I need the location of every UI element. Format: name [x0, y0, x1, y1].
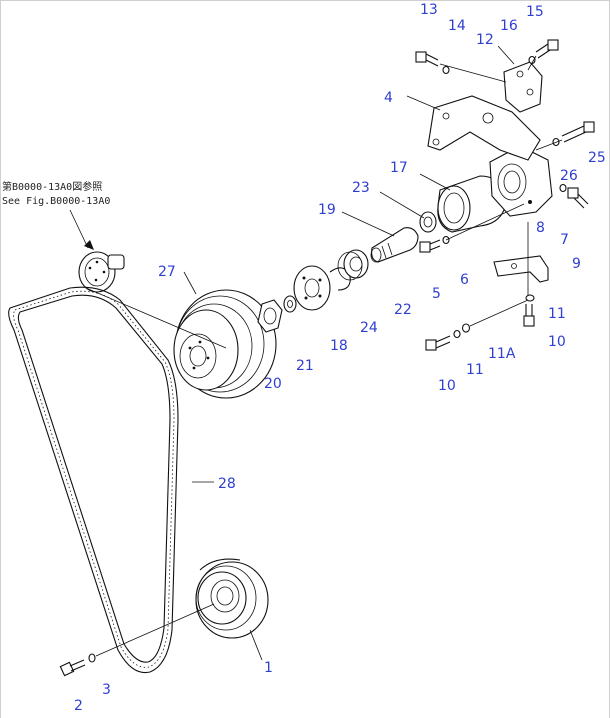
callout-8: 8	[536, 220, 545, 236]
callout-19: 19	[318, 202, 336, 218]
callout-12: 12	[476, 32, 494, 48]
callout-18: 18	[330, 338, 348, 354]
callout-3: 3	[102, 682, 111, 698]
crank-pulley-reference	[78, 251, 125, 293]
leader-19	[341, 211, 395, 237]
bolt-10-right	[523, 304, 535, 327]
nut-20	[257, 299, 283, 333]
callout-11-left: 11	[466, 362, 484, 378]
callout-6: 6	[460, 272, 469, 288]
callout-16: 16	[500, 18, 518, 34]
bolt-10-left	[425, 335, 451, 351]
bearing-22	[337, 249, 369, 281]
reference-arrow-head	[84, 240, 94, 250]
callout-22: 22	[394, 302, 412, 318]
mount-bracket-4	[427, 95, 541, 161]
washer-11-right	[525, 294, 535, 302]
callout-11A: 11A	[488, 346, 516, 362]
leader-25	[535, 139, 563, 151]
callout-9: 9	[572, 256, 581, 272]
callout-17: 17	[390, 160, 408, 176]
callout-25: 25	[588, 150, 606, 166]
callout-11-right: 11	[548, 306, 566, 322]
leader-12	[497, 45, 515, 65]
leader-10-left	[469, 299, 529, 327]
callout-10-left: 10	[438, 378, 456, 394]
callout-28: 28	[218, 476, 236, 492]
shaft-19	[370, 227, 419, 263]
callout-23: 23	[352, 180, 370, 196]
bearing-23	[419, 211, 437, 233]
bracket-8	[489, 145, 553, 217]
bolt-2	[59, 659, 86, 677]
leader-23	[379, 191, 425, 219]
callout-7: 7	[560, 232, 569, 248]
leader-1	[249, 629, 263, 661]
leader-15	[527, 55, 537, 71]
callout-14: 14	[448, 18, 466, 34]
reference-arrow-line	[69, 209, 89, 249]
bolt-7	[567, 187, 589, 209]
callout-1: 1	[264, 660, 273, 676]
callout-21: 21	[296, 358, 314, 374]
washer-3	[88, 653, 96, 663]
callout-4: 4	[384, 90, 393, 106]
bolt-25	[561, 121, 595, 143]
bolt-15	[535, 39, 559, 59]
callout-13: 13	[420, 2, 438, 18]
leader-5	[445, 203, 525, 241]
reference-note-en: See Fig.B0000-13A0	[2, 196, 110, 207]
callout-10-right: 10	[548, 334, 566, 350]
bolt-13	[415, 51, 439, 67]
washer-11-left	[453, 329, 461, 339]
callout-2: 2	[74, 698, 83, 714]
flange-18	[293, 265, 331, 311]
leader-17	[419, 173, 451, 191]
bracket-9	[493, 255, 549, 283]
callout-24: 24	[360, 320, 378, 336]
callout-5: 5	[432, 286, 441, 302]
callout-27: 27	[158, 264, 176, 280]
leader-27	[183, 271, 197, 295]
reference-note-jp: 第B0000-13A0図参照	[2, 180, 102, 193]
leader-2-axis	[95, 603, 215, 657]
callout-26: 26	[560, 168, 578, 184]
callout-15: 15	[526, 4, 544, 20]
leader-4	[406, 95, 441, 111]
washer-7	[559, 183, 567, 193]
fan-belt	[8, 286, 179, 674]
housing-17	[437, 175, 505, 233]
bolt-5	[419, 239, 441, 253]
callout-20: 20	[264, 376, 282, 392]
washer-11A	[461, 323, 471, 333]
crank-pulley	[195, 558, 269, 639]
washer-14	[442, 65, 450, 75]
leader-13	[439, 63, 507, 83]
water-pump-pulley	[173, 289, 277, 399]
plate-12	[503, 61, 543, 113]
washer-21	[283, 295, 297, 313]
axis-line-upper	[85, 287, 227, 349]
